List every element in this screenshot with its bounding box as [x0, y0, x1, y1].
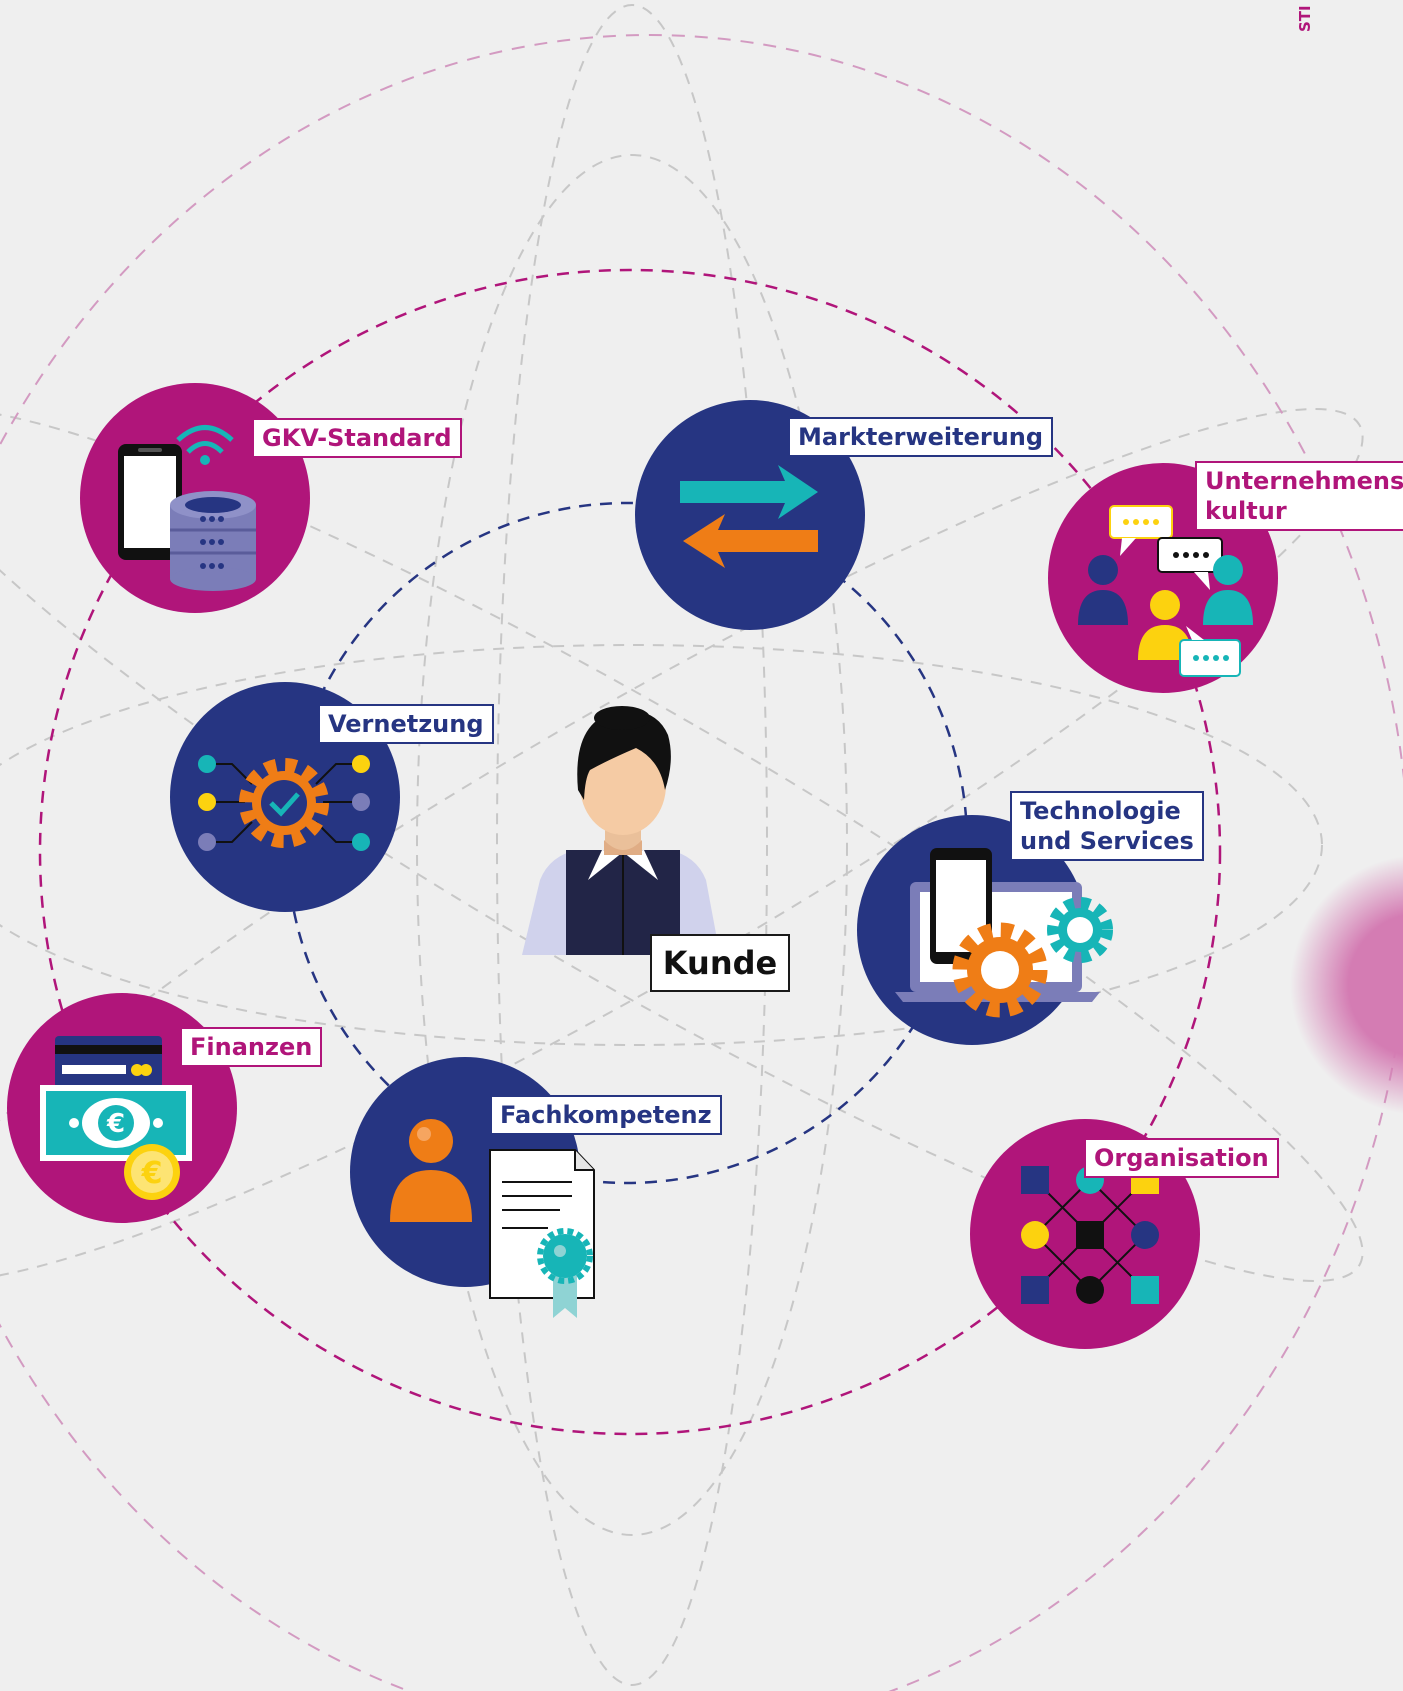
node-label-technologie: Technologie und Services	[1010, 791, 1204, 861]
node-label-gkv-standard: GKV-Standard	[252, 418, 462, 458]
svg-text:€: €	[106, 1109, 125, 1139]
center-label-kunde: Kunde	[650, 934, 790, 992]
edge-blob	[1290, 856, 1403, 1114]
node-label-line: Technologie	[1020, 797, 1181, 825]
laptop-phone-gears-icon	[895, 848, 1113, 1018]
node-label-markterweiterung: Markterweiterung	[788, 417, 1054, 457]
exchange-arrows-icon	[680, 465, 818, 568]
node-label-line: und Services	[1020, 827, 1194, 855]
node-markterweiterung	[635, 400, 865, 630]
node-label-finanzen: Finanzen	[180, 1027, 323, 1067]
node-technologie	[857, 815, 1113, 1045]
person-certificate-icon	[390, 1119, 595, 1318]
node-label-line: kultur	[1205, 497, 1287, 525]
node-label-unternehmenskultur: Unternehmens- kultur	[1195, 461, 1403, 531]
org-structure-icon	[1021, 1166, 1159, 1304]
edge-vertical-text: STI	[1296, 5, 1314, 32]
money-card-icon: € €	[40, 1036, 192, 1200]
node-label-organisation: Organisation	[1084, 1138, 1279, 1178]
network-gear-icon	[198, 755, 370, 851]
node-finanzen: € €	[7, 993, 237, 1223]
node-label-line: Unternehmens-	[1205, 467, 1403, 495]
svg-text:€: €	[141, 1156, 163, 1191]
node-gkv-standard	[80, 383, 310, 613]
phone-database-icon	[118, 425, 256, 591]
node-label-fachkompetenz: Fachkompetenz	[490, 1095, 722, 1135]
node-label-vernetzung: Vernetzung	[318, 704, 494, 744]
people-chat-icon	[1078, 505, 1253, 677]
customer-person-icon	[522, 706, 720, 955]
